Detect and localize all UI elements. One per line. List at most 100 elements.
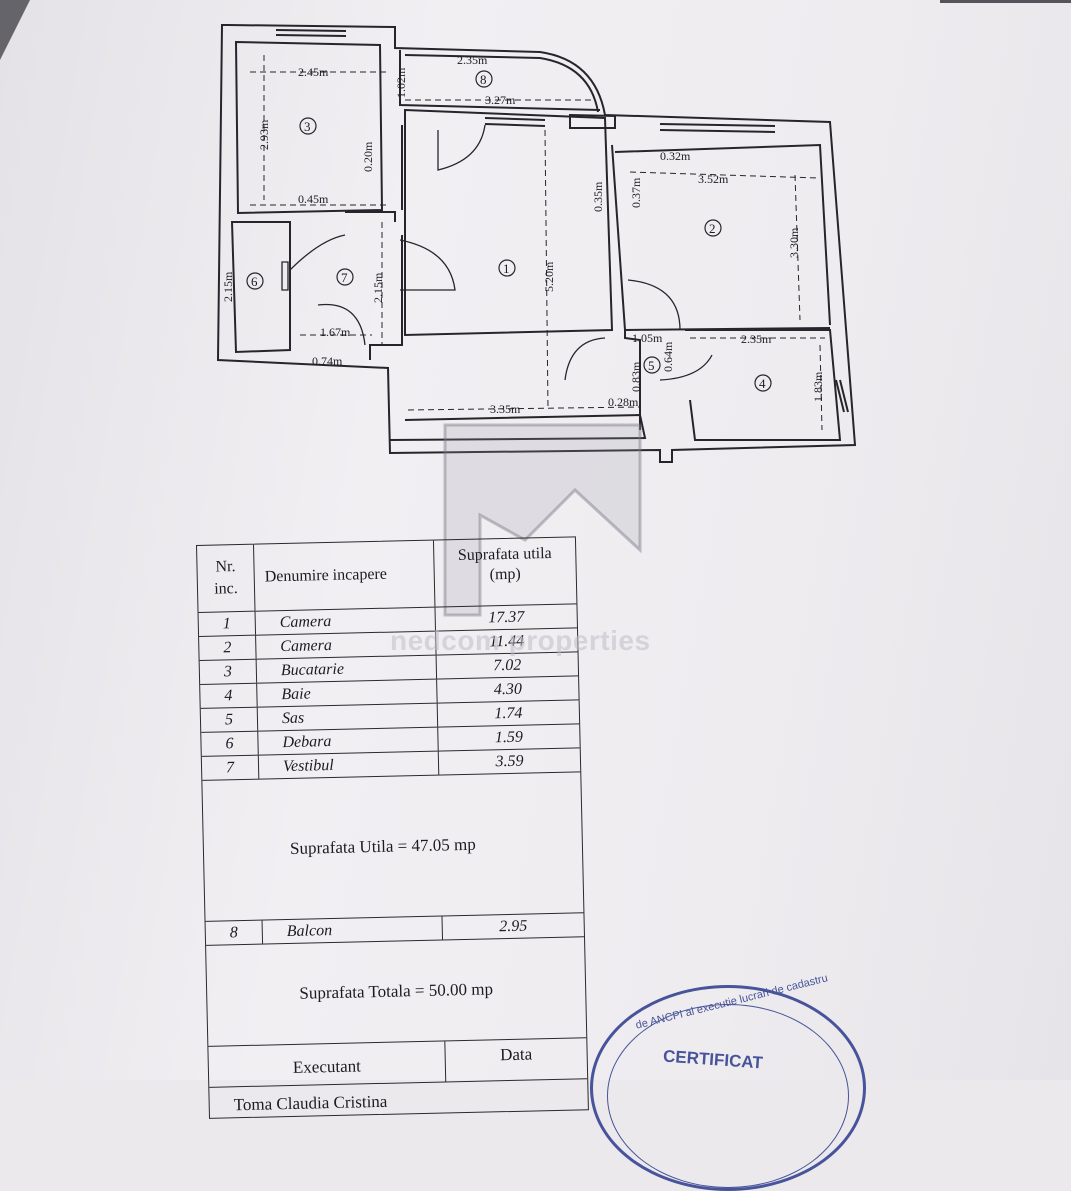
room-1-number: 1 bbox=[503, 261, 510, 276]
sas-wall bbox=[624, 330, 641, 430]
header-nr-cell: Nr. inc. bbox=[197, 544, 256, 612]
surface-table: Nr. inc. Denumire incapere Suprafata uti… bbox=[196, 536, 589, 1119]
room-8-marker bbox=[475, 70, 493, 88]
balcony-nr: 8 bbox=[205, 920, 264, 945]
dim-label-102: 1.02m bbox=[394, 67, 408, 98]
row-area: 4.30 bbox=[493, 680, 523, 699]
certificate-stamp: de ANCPI al executie lucrari de cadastru… bbox=[590, 972, 866, 1191]
storage-walls bbox=[230, 221, 291, 354]
executant-name: Toma Claudia Cristina bbox=[233, 1091, 388, 1115]
dim-label-215-hall: 2.15m bbox=[371, 272, 385, 303]
row-name: Sas bbox=[257, 703, 439, 731]
header-nr: Nr. bbox=[215, 558, 236, 576]
room-2-inner bbox=[614, 143, 831, 326]
dim-label-105: 1.05m bbox=[632, 331, 663, 345]
row-nr: 4 bbox=[200, 683, 258, 708]
dim-label-183: 1.83m bbox=[811, 371, 825, 402]
grand-total-row: Suprafata Totala = 50.00 mp bbox=[206, 937, 587, 1047]
bath-window bbox=[835, 379, 849, 413]
row-area: 3.59 bbox=[495, 752, 524, 771]
dim-line-335 bbox=[407, 406, 641, 411]
row-nr: 5 bbox=[200, 707, 259, 732]
useful-total-text: Suprafata Utila = 47.05 mp bbox=[289, 834, 476, 858]
header-area-line2: (mp) bbox=[489, 565, 521, 584]
row-area: 1.59 bbox=[494, 728, 524, 747]
kitchen-wall bbox=[234, 40, 384, 215]
date-label: Data bbox=[499, 1044, 533, 1065]
row-nr: 1 bbox=[198, 611, 257, 636]
dim-label-215-storage: 2.15m bbox=[221, 271, 235, 302]
useful-total-row: Suprafata Utila = 47.05 mp bbox=[202, 772, 584, 922]
room-5-marker bbox=[643, 356, 661, 374]
dim-line-520 bbox=[544, 129, 549, 411]
room-7-marker bbox=[336, 268, 354, 286]
room-1-walls bbox=[404, 108, 614, 337]
dim-label-074: 0.74m bbox=[312, 354, 343, 368]
row-nr: 3 bbox=[199, 659, 258, 684]
door-sas bbox=[564, 337, 606, 381]
room-5-number: 5 bbox=[648, 358, 655, 373]
row-nr: 6 bbox=[201, 731, 259, 756]
dim-label-330: 3.30m bbox=[787, 227, 801, 258]
row-name: Debara bbox=[258, 727, 439, 755]
dim-label-037: 0.37m bbox=[629, 177, 643, 208]
row-area: 1.74 bbox=[494, 704, 523, 723]
door-room-2 bbox=[627, 279, 681, 331]
room-6-number: 6 bbox=[251, 274, 258, 289]
door-room-1 bbox=[399, 239, 456, 291]
balcony-rail bbox=[404, 54, 599, 113]
door-storage bbox=[289, 234, 346, 271]
room-2-marker bbox=[704, 219, 722, 237]
dim-label-064: 0.64m bbox=[661, 341, 675, 372]
dim-label-028: 0.28m bbox=[608, 395, 639, 409]
dim-label-335: 3.35m bbox=[490, 402, 521, 416]
dim-label-235-balcony: 2.35m bbox=[457, 53, 488, 67]
row-name: Bucatarie bbox=[256, 655, 438, 683]
dim-line-330 bbox=[794, 174, 801, 321]
room-8-number: 8 bbox=[480, 72, 487, 87]
stamp-inner-ring bbox=[607, 1004, 849, 1188]
room-4-number: 4 bbox=[759, 376, 766, 391]
dim-line-352 bbox=[629, 171, 819, 179]
storage-door-leaf bbox=[281, 261, 289, 291]
hall-wall bbox=[345, 211, 396, 222]
dim-label-035: 0.35m bbox=[591, 181, 605, 212]
dim-label-235-bath: 2.35m bbox=[741, 332, 772, 346]
header-name: Denumire incapere bbox=[254, 540, 436, 611]
balcony-name: Balcon bbox=[262, 916, 444, 944]
balcony-area: 2.95 bbox=[499, 917, 528, 936]
row-name: Baie bbox=[257, 679, 438, 707]
watermark-house-icon bbox=[443, 423, 642, 617]
paper-sheet bbox=[0, 0, 1071, 1080]
header-area-cell: Suprafata utila (mp) bbox=[434, 537, 576, 606]
door-vestibule bbox=[317, 303, 366, 346]
row-nr: 7 bbox=[201, 755, 260, 780]
room-2-window bbox=[659, 123, 776, 133]
room-1-window bbox=[484, 117, 546, 127]
dim-label-032: 0.32m bbox=[660, 149, 691, 163]
dim-label-520: 5.20m bbox=[542, 261, 556, 292]
table-header: Nr. inc. Denumire incapere Suprafata uti… bbox=[197, 537, 577, 613]
executant-label: Executant bbox=[208, 1041, 447, 1087]
room-2-number: 2 bbox=[709, 221, 716, 236]
dim-label-293: 2.93m bbox=[257, 119, 271, 150]
room-6-marker bbox=[246, 272, 264, 290]
kitchen-window bbox=[275, 29, 347, 37]
row-name: Vestibul bbox=[258, 751, 440, 779]
floor-plan: 1 2 3 4 5 6 7 8 2.45m 2.35m 1.02m 3.27m … bbox=[216, 24, 857, 463]
balcony-inner-line bbox=[399, 50, 601, 111]
dim-label-245: 2.45m bbox=[298, 65, 329, 79]
bathroom-walls bbox=[685, 329, 842, 441]
grand-total-text: Suprafata Totala = 50.00 mp bbox=[299, 979, 494, 1003]
room-7-number: 7 bbox=[341, 270, 348, 285]
room-1-bottom bbox=[389, 413, 647, 441]
dim-line-183 bbox=[819, 344, 823, 431]
paper-corner-shadow bbox=[0, 0, 30, 60]
dim-label-352: 3.52m bbox=[698, 172, 729, 186]
door-balcony bbox=[437, 124, 486, 171]
header-inc: inc. bbox=[214, 580, 238, 598]
room-3-number: 3 bbox=[304, 119, 311, 134]
dim-label-020: 0.20m bbox=[361, 141, 375, 172]
door-bath bbox=[659, 354, 713, 381]
paper-top-edge bbox=[940, 0, 1071, 3]
